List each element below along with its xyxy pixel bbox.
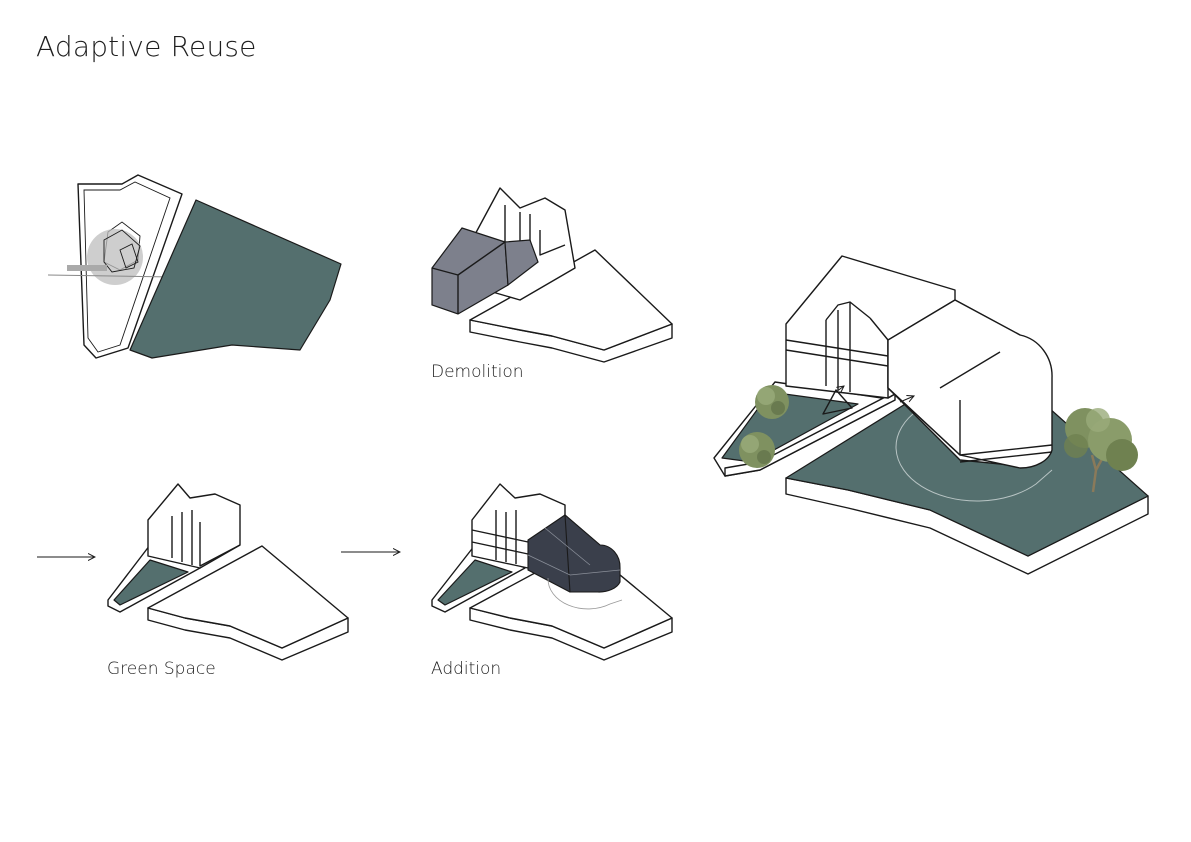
site-plan-building-block [103, 229, 141, 273]
addition-plot-fill [437, 559, 513, 606]
arrow-right-icon [899, 396, 914, 403]
tree-icon [739, 432, 775, 468]
site-plan-road-segment [67, 265, 107, 271]
caption-addition: Addition [431, 659, 502, 679]
green-existing-building [147, 483, 241, 569]
site-plan-building-detail [119, 243, 139, 269]
green-space-diagram [37, 483, 349, 661]
demolition-slab-top [469, 249, 673, 351]
tree-icon [1064, 408, 1138, 493]
new-addition-rounded-end [564, 513, 621, 593]
green-slab-top [147, 545, 349, 649]
page-title: Adaptive Reuse [36, 30, 257, 63]
green-plot-fill [113, 559, 189, 606]
site-plan-inner-lot [83, 181, 171, 353]
demolition-diagram [431, 187, 673, 363]
arrow-right-icon [47, 275, 172, 277]
addition-diagram [341, 483, 673, 661]
demolished-volume-wing [504, 239, 539, 287]
tree-icon [755, 385, 789, 419]
caption-green-space: Green Space [107, 659, 216, 679]
final-axonometric [713, 255, 1149, 575]
caption-demolition: Demolition [431, 362, 524, 382]
site-plan-green-area [129, 199, 342, 359]
site-plan [47, 174, 342, 359]
